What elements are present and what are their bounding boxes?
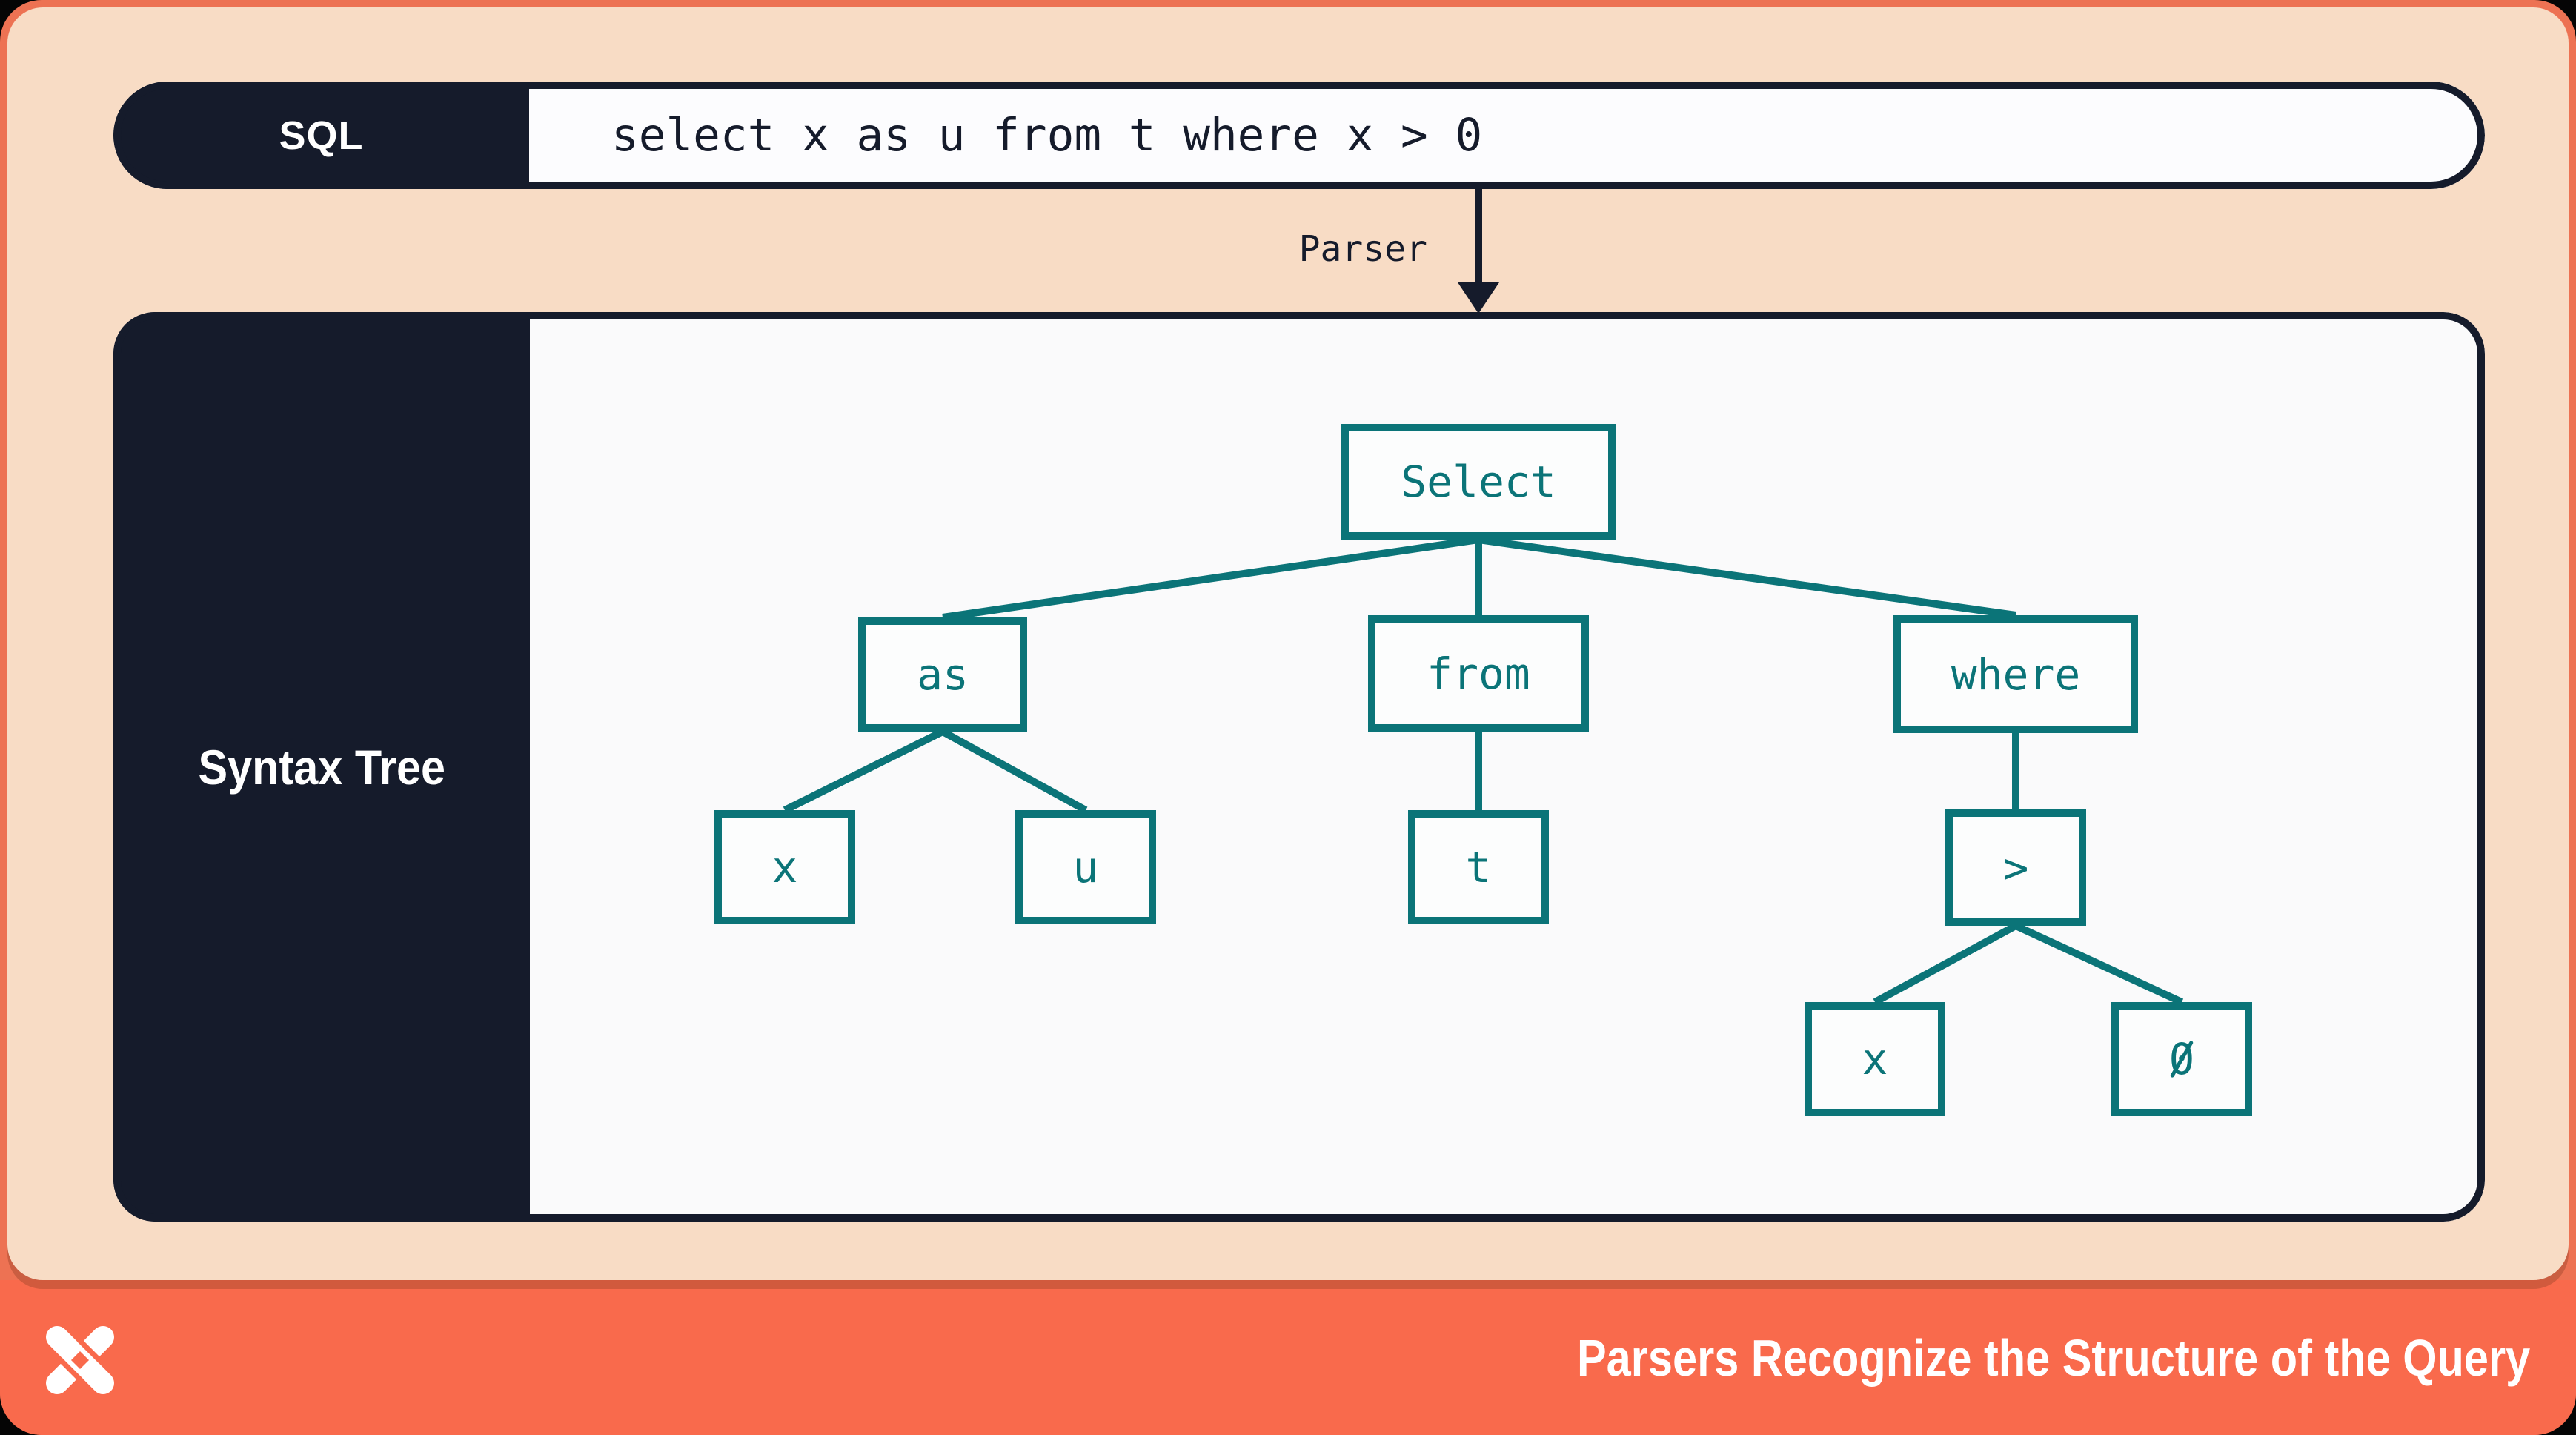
footer-title-text: Parsers Recognize the Structure of the Q…	[1576, 1328, 2530, 1387]
tree-node-where: where	[1893, 615, 2138, 733]
tree-node-x-alias-label: x	[771, 842, 798, 892]
tree-node-from: from	[1368, 615, 1589, 732]
edge-select-where	[1478, 536, 2016, 619]
tree-node-t: t	[1408, 810, 1549, 924]
syntax-tree-label: Syntax Tree	[198, 739, 445, 795]
tree-node-as: as	[858, 617, 1027, 732]
tree-node-gt: >	[1945, 809, 2086, 926]
tree-node-select: Select	[1341, 424, 1616, 540]
tree-node-x-alias: x	[714, 810, 855, 924]
tree-edges	[783, 536, 2184, 1006]
tree-node-t-label: t	[1465, 842, 1492, 892]
tree-node-x-cond-label: x	[1862, 1034, 1888, 1084]
tree-node-u: u	[1015, 810, 1156, 924]
parser-label: Parser	[1298, 228, 1427, 270]
slide-body: SQL select x as u from t where x > 0 Par…	[7, 7, 2569, 1280]
edge-gt-zero	[2014, 922, 2184, 1006]
sql-bar-label-segment: SQL	[113, 82, 529, 189]
sql-query-text: select x as u from t where x > 0	[611, 109, 1483, 162]
tree-node-zero: 0	[2111, 1002, 2252, 1116]
tree-node-zero-label: 0	[2168, 1034, 2195, 1084]
dolt-logo-icon	[46, 1326, 114, 1394]
parser-arrow-head	[1458, 282, 1499, 314]
footer-title: Parsers Recognize the Structure of the Q…	[1409, 1280, 2530, 1435]
parser-arrow-line	[1475, 189, 1482, 285]
tree-node-where-label: where	[1951, 649, 2081, 700]
edge-as-x	[783, 728, 945, 814]
tree-node-u-label: u	[1072, 842, 1099, 892]
tree-node-x-cond: x	[1805, 1002, 1945, 1116]
sql-bar: SQL select x as u from t where x > 0	[113, 82, 2485, 189]
tree-node-gt-label: >	[2002, 842, 2029, 893]
tree-node-as-label: as	[917, 649, 969, 700]
tree-node-from-label: from	[1427, 648, 1530, 699]
syntax-tree-label-segment: Syntax Tree	[113, 312, 530, 1222]
edge-gt-x	[1873, 922, 2018, 1006]
tree-node-select-label: Select	[1401, 457, 1556, 507]
sql-bar-label: SQL	[279, 113, 364, 158]
edge-as-u	[940, 728, 1088, 814]
footer-bar: Parsers Recognize the Structure of the Q…	[0, 1280, 2576, 1435]
edge-select-as	[942, 536, 1479, 621]
syntax-tree-panel: Select as from where x u t	[113, 312, 2485, 1222]
